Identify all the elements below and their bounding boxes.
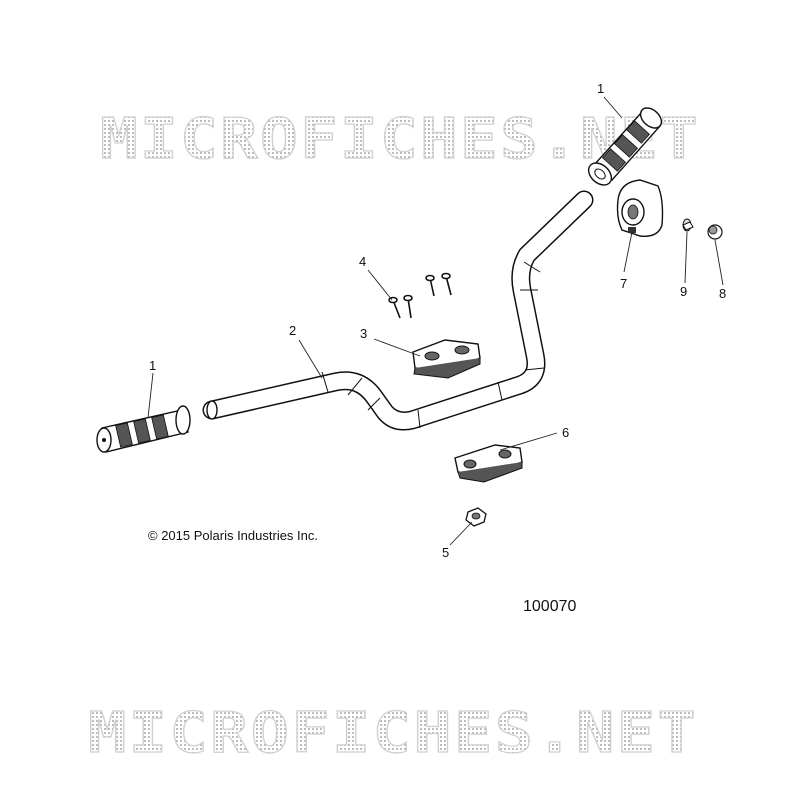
callout-handlebar: 2 (289, 323, 296, 338)
watermark-bottom: MICROFICHES.NET (88, 701, 698, 766)
callout-bolts: 4 (359, 254, 366, 269)
callout-plug: 8 (719, 286, 726, 301)
callout-lower-clamp: 6 (562, 425, 569, 440)
handlebar (202, 190, 594, 431)
callout-grip-right: 1 (597, 81, 604, 96)
nut (465, 507, 487, 527)
grip-right (587, 107, 663, 186)
grip-left (96, 405, 191, 453)
end-cap (682, 218, 694, 232)
callout-upper-clamp: 3 (360, 326, 367, 341)
callout-nut: 5 (442, 545, 449, 560)
callout-end-cap: 9 (680, 284, 687, 299)
upper-clamp (412, 339, 481, 379)
clamp-bolts (388, 272, 452, 319)
diagram-number: 100070 (523, 598, 576, 615)
plug (707, 224, 723, 240)
leader-lines (147, 96, 724, 546)
watermark-top: MICROFICHES.NET (100, 107, 700, 172)
callout-throttle-pad: 7 (620, 276, 627, 291)
callout-grip-left: 1 (149, 358, 156, 373)
throttle-pad (616, 179, 664, 237)
lower-clamp (454, 444, 523, 483)
copyright-text: © 2015 Polaris Industries Inc. (148, 528, 318, 543)
